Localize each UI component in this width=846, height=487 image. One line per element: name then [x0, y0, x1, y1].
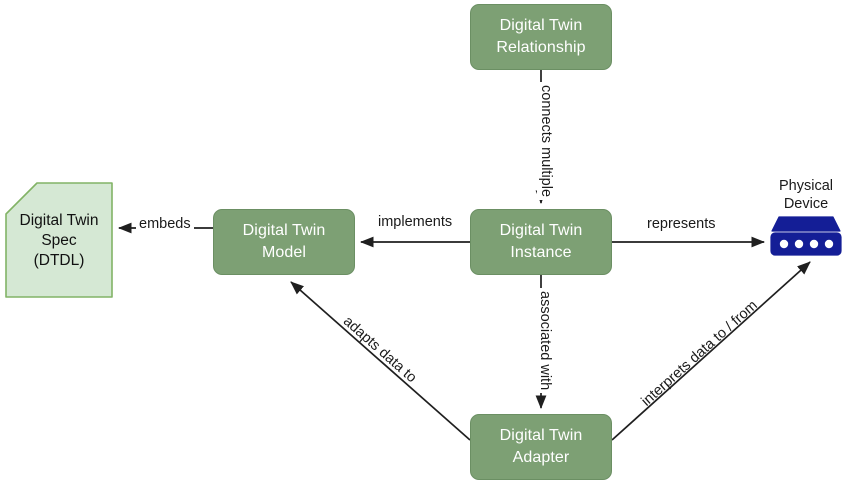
- device-body-shape: [770, 232, 842, 256]
- edge-label-connects-multiple: connects multiple: [537, 82, 554, 201]
- node-digital-twin-adapter[interactable]: Digital Twin Adapter: [470, 414, 612, 480]
- edge-label-represents: represents: [644, 216, 719, 233]
- device-port-dot: [809, 239, 819, 249]
- digital-twin-spec-shape: [5, 182, 113, 298]
- device-port-dot: [794, 239, 804, 249]
- edge-adapter-to-device: [611, 261, 811, 441]
- edge-label-associated-with: associated with: [536, 288, 553, 394]
- device-lid-shape: [771, 216, 841, 232]
- edge-label-embeds: embeds: [136, 216, 194, 233]
- device-port-dot: [779, 239, 789, 249]
- device-port-dot: [824, 239, 834, 249]
- physical-device-label: Physical Device: [779, 178, 833, 213]
- edge-adapter-to-model: [290, 281, 471, 441]
- digital-twin-spec-label: Digital Twin Spec (DTDL): [19, 212, 99, 270]
- edge-label-implements: implements: [375, 214, 456, 231]
- node-digital-twin-relationship[interactable]: Digital Twin Relationship: [470, 4, 612, 70]
- node-digital-twin-instance[interactable]: Digital Twin Instance: [470, 209, 612, 275]
- node-digital-twin-model[interactable]: Digital Twin Model: [213, 209, 355, 275]
